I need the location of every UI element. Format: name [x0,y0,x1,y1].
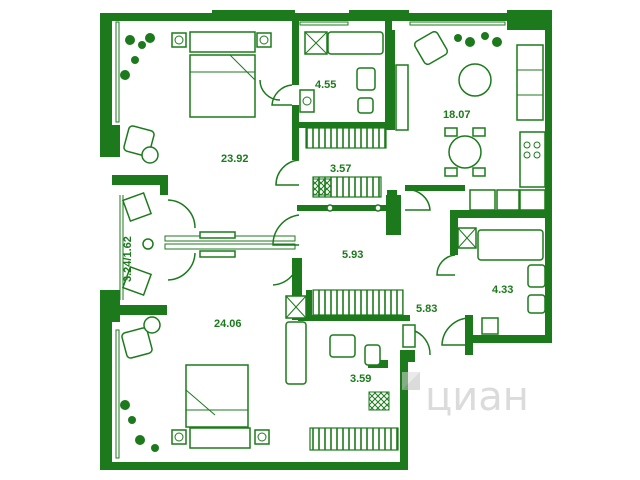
area-kitchen-living: 18.07 [443,109,471,121]
bedroom-bottom-furniture [121,316,270,449]
watermark: циан [402,372,529,420]
wardrobes [305,127,404,451]
bedroom-top-furniture [123,31,272,164]
area-bedroom-top: 23.92 [221,153,249,165]
bathtub-top [327,31,384,55]
area-corridor: 5.83 [416,303,437,315]
bathroom-right-fixtures [457,227,546,335]
plants [120,32,502,452]
dining-table [448,135,482,169]
area-balcony: 3.24/1.62 [122,236,134,282]
bathtub-bottom [285,321,307,385]
area-wardrobe-top: 3.57 [330,163,351,175]
double-bed-top [189,54,256,118]
round-rug [458,63,492,97]
interior-walls [292,20,550,368]
area-bathroom-right: 4.33 [492,284,513,296]
area-labels: 23.92 4.55 18.07 3.57 5.93 3.24/1.62 24.… [122,79,513,385]
doors [167,79,471,356]
outer-walls [100,10,552,470]
balcony [121,191,296,297]
bathtub-right [477,229,544,261]
cian-logo-icon [402,372,420,390]
area-bedroom-bottom: 24.06 [214,318,242,330]
window-lines [115,21,506,459]
area-bathroom-bottom: 3.59 [350,373,371,385]
area-hall: 5.93 [342,249,363,261]
double-bed-bottom [185,364,249,428]
bathroom-bottom-fixtures [285,295,416,385]
area-bathroom-top: 4.55 [315,79,336,91]
bathroom-top-fixtures [299,31,409,131]
kitchen-living-furniture [413,30,546,211]
watermark-text: циан [425,374,529,420]
kitchen-counter [519,131,546,188]
